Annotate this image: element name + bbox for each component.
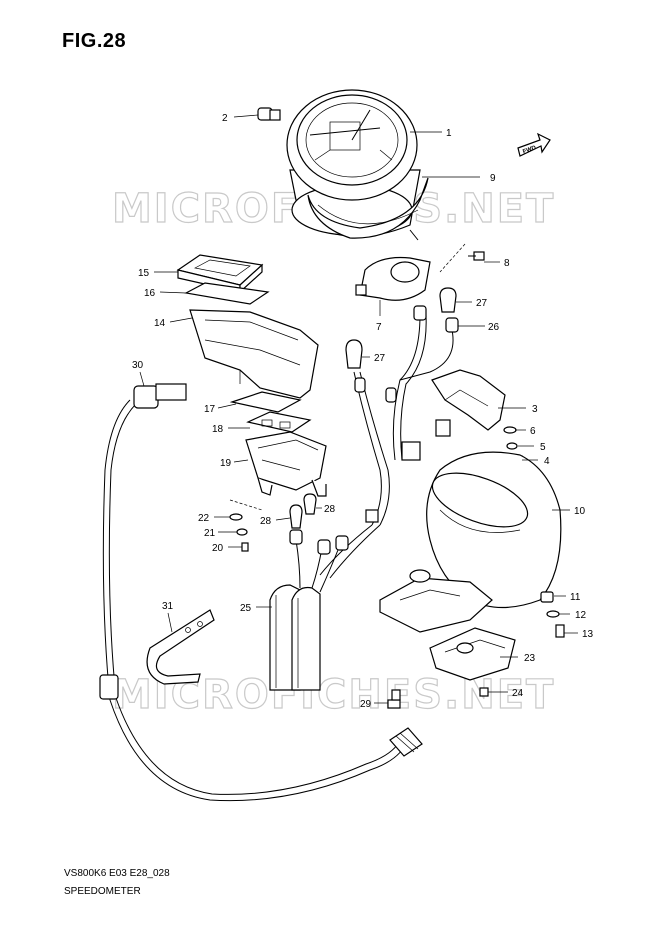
bolt-8	[439, 243, 485, 273]
callout-23: 23	[524, 653, 536, 664]
clamp-31	[146, 609, 215, 685]
callout-1: 1	[446, 128, 452, 139]
callout-30: 30	[132, 360, 144, 371]
callout-17: 17	[204, 404, 216, 415]
callout-14: 14	[154, 318, 166, 329]
callout-2: 2	[222, 113, 228, 124]
callout-29: 29	[360, 699, 372, 710]
small-hardware-left	[229, 499, 263, 552]
callout-15: 15	[138, 268, 150, 279]
figure-title: FIG.28	[62, 30, 127, 52]
callout-25: 25	[240, 603, 252, 614]
bracket-3	[431, 369, 523, 467]
callout-11: 11	[570, 592, 581, 603]
callout-20: 20	[212, 543, 224, 554]
callout-16: 16	[144, 288, 156, 299]
callout-5: 5	[540, 442, 546, 453]
small-hardware-right	[540, 591, 565, 638]
callout-28-left: 28	[260, 516, 272, 527]
bulbs-27-28	[289, 287, 457, 529]
speedometer-cable	[99, 383, 423, 802]
leader-lines	[139, 114, 578, 704]
bulb-2	[257, 107, 281, 121]
callout-26: 26	[488, 322, 500, 333]
callout-24: 24	[512, 688, 524, 699]
footer-section-name: SPEEDOMETER	[64, 886, 141, 897]
wiring-harness	[269, 305, 459, 691]
bracket-7	[355, 256, 431, 301]
callout-19: 19	[220, 458, 232, 469]
callout-31: 31	[162, 601, 174, 612]
bracket-23	[387, 627, 516, 709]
callout-3: 3	[532, 404, 538, 415]
callout-18: 18	[212, 424, 224, 435]
speedometer-head	[286, 89, 421, 237]
callout-4: 4	[544, 456, 550, 467]
speedometer-housing	[307, 177, 429, 241]
callout-21: 21	[204, 528, 216, 539]
callout-7: 7	[376, 322, 382, 333]
callout-12: 12	[575, 610, 587, 621]
fwd-label: FWD	[522, 145, 538, 156]
footer-model-code: VS800K6 E03 E28_028	[64, 868, 170, 879]
callout-28-right: 28	[324, 504, 336, 515]
callout-27-upper: 27	[476, 298, 488, 309]
socket-assembly	[229, 391, 327, 497]
callout-10: 10	[574, 506, 586, 517]
fwd-arrow: FWD	[517, 132, 551, 157]
meter-cover	[176, 254, 319, 399]
callout-9: 9	[490, 173, 496, 184]
callout-27-lower: 27	[374, 353, 386, 364]
callout-8: 8	[504, 258, 510, 269]
callout-13: 13	[582, 629, 594, 640]
callout-22: 22	[198, 513, 210, 524]
callout-6: 6	[530, 426, 536, 437]
callout-labels: 1 2 3 4 5 6 7 8 9 10 11 12 13 14 15 16 1…	[132, 113, 594, 710]
meter-case-10	[379, 451, 562, 633]
